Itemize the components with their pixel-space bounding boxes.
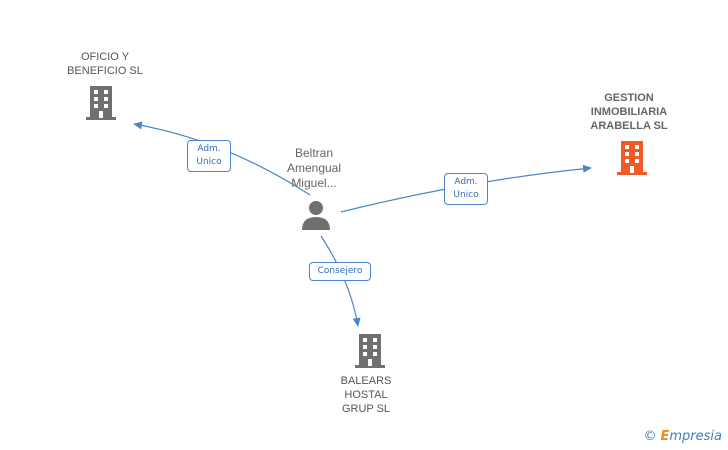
company-label-oficio[interactable]: OFICIO Y BENEFICIO SL — [67, 51, 143, 77]
role-badge-oficio[interactable]: Adm. Unico — [187, 140, 231, 172]
empresia-logo[interactable]: ©Empresia — [644, 429, 723, 444]
role-badge-gestion[interactable]: Adm. Unico — [444, 173, 488, 205]
copyright-symbol: © — [643, 429, 657, 444]
brand-name: mpresia — [669, 429, 722, 444]
brand-initial: E — [660, 429, 670, 444]
building-icon[interactable] — [84, 86, 118, 120]
role-badge-balears[interactable]: Consejero — [309, 262, 371, 281]
person-label[interactable]: Beltran Amengual Miguel... — [286, 146, 342, 190]
person-icon[interactable] — [300, 200, 332, 230]
building-icon-highlight[interactable] — [615, 141, 649, 175]
company-label-gestion[interactable]: GESTION INMOBILIARIA ARABELLA SL — [590, 92, 668, 132]
building-icon[interactable] — [353, 334, 387, 368]
company-label-balears[interactable]: BALEARS HOSTAL GRUP SL — [340, 375, 392, 415]
edge-to-balears — [320, 235, 361, 327]
